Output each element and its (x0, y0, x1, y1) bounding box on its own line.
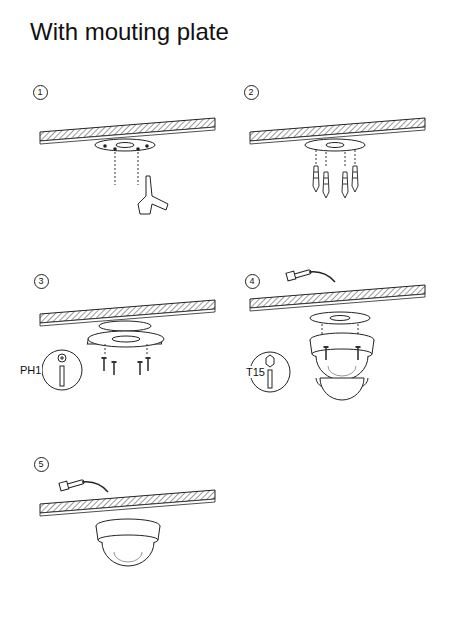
callout-number: 5 (38, 460, 43, 469)
callout-number: 2 (248, 88, 253, 97)
step-number-circle: 1 (33, 85, 48, 100)
step-number-circle: 5 (34, 457, 49, 472)
callout-number: 4 (249, 277, 254, 286)
tool-label: T15 (245, 366, 266, 378)
page-title: With mouting plate (30, 18, 229, 46)
tool-label: PH1 (19, 364, 42, 376)
step-number-circle: 4 (245, 274, 260, 289)
callout-number: 1 (37, 88, 42, 97)
step-number-circle: 3 (34, 274, 49, 289)
callout-number: 3 (38, 277, 43, 286)
step-number-circle: 2 (244, 85, 259, 100)
